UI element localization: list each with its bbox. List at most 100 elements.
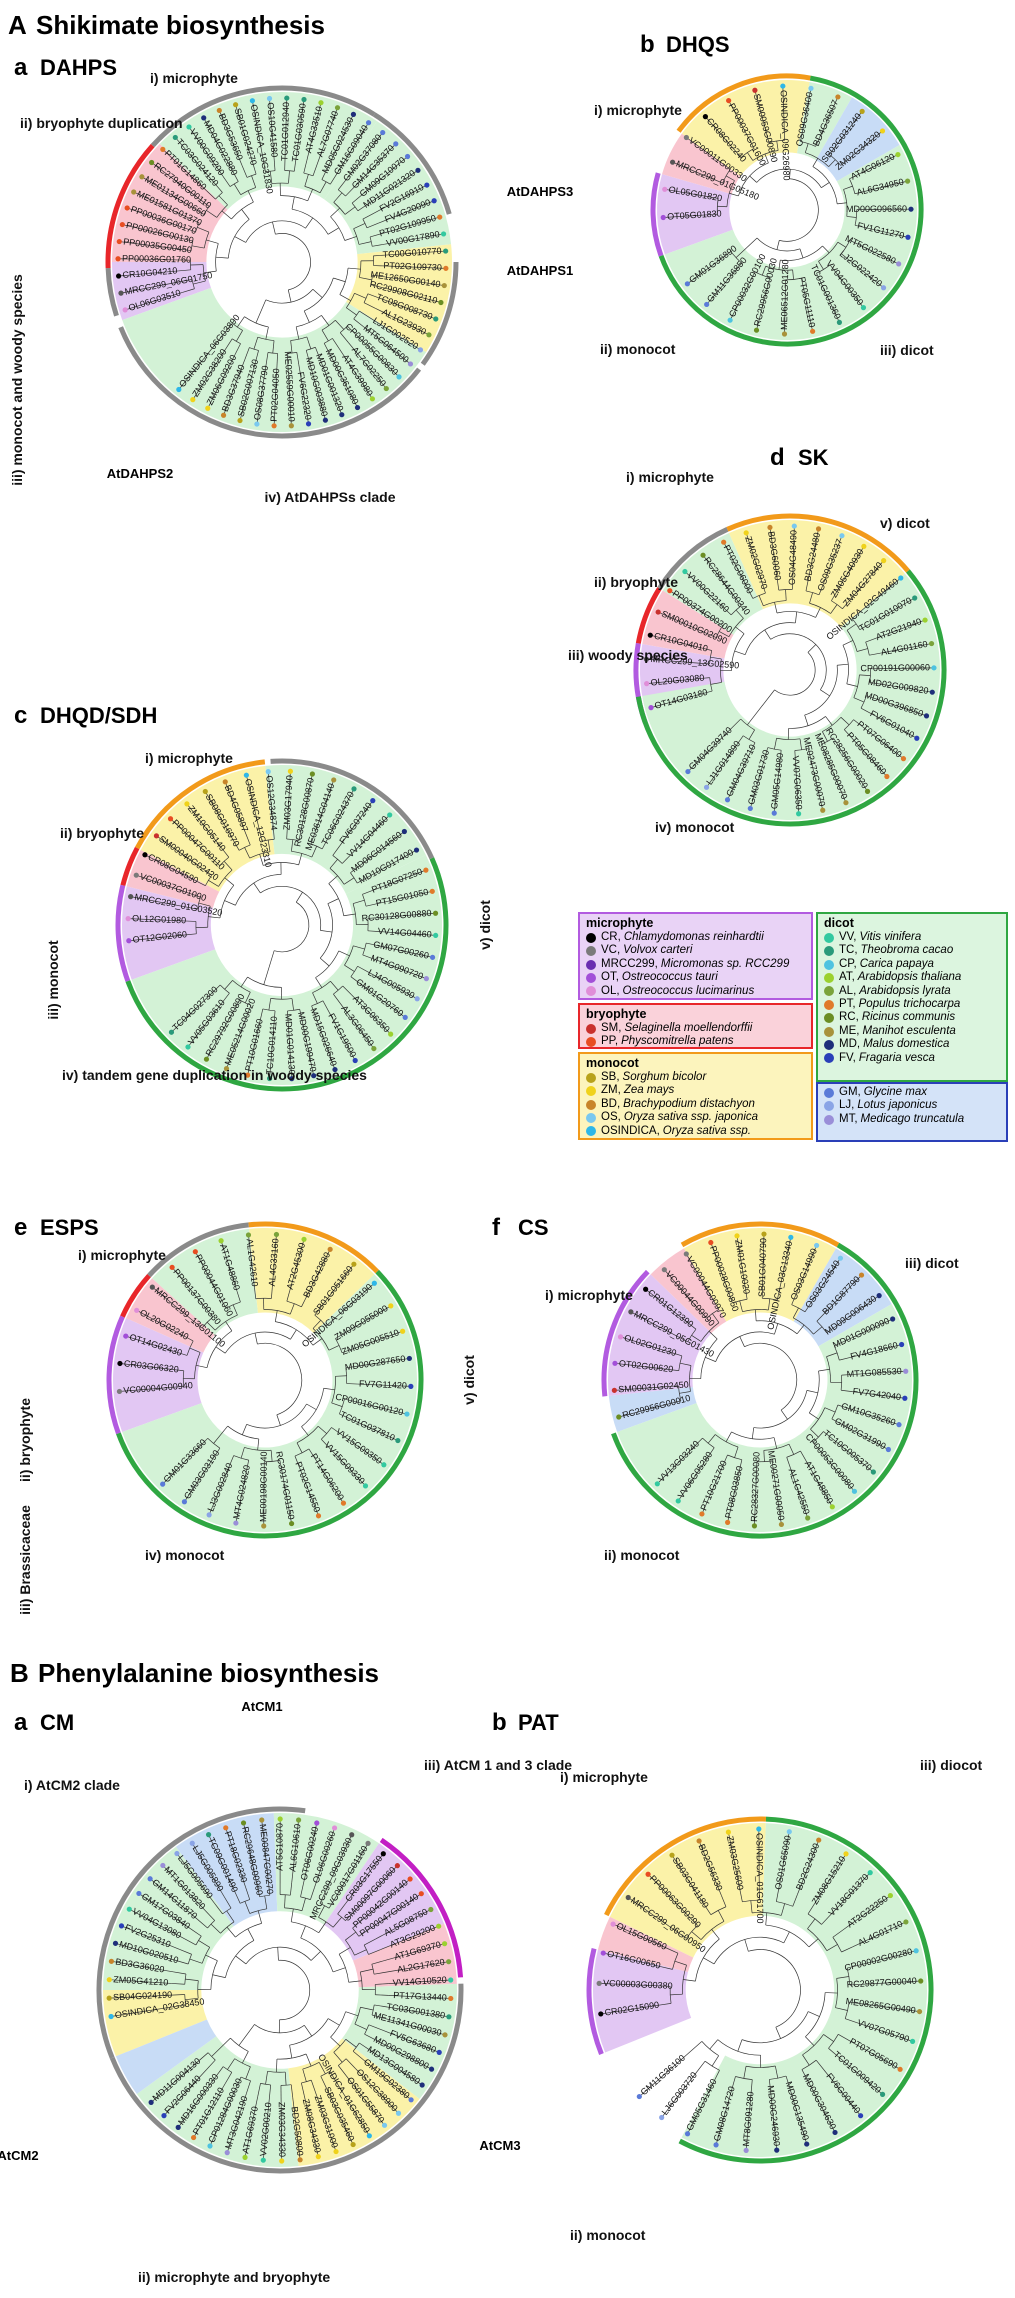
legend-species-row: MRCC299,Micromonas sp. RCC299 xyxy=(586,958,805,971)
panel-title: CM xyxy=(40,1710,74,1735)
species-dot xyxy=(112,1940,119,1946)
tree-branch xyxy=(321,329,329,342)
leaf-label: OSINDICA_09G26980 xyxy=(779,90,792,181)
species-dot xyxy=(149,1284,155,1290)
tree-branch xyxy=(700,647,712,651)
tree-branch xyxy=(776,140,779,151)
tree-branch xyxy=(234,2058,251,2068)
clade-background xyxy=(608,1387,697,1432)
species-dot xyxy=(905,234,911,240)
species-dot xyxy=(897,2066,903,2072)
tree-branch xyxy=(329,859,338,869)
leaf-branch xyxy=(115,1943,176,1961)
leaf-branch xyxy=(336,2082,370,2136)
tree-branch xyxy=(695,1938,720,1982)
species-dot xyxy=(266,95,273,102)
tree-branch xyxy=(707,1434,716,1444)
species-dot xyxy=(752,87,758,93)
tree-branch xyxy=(320,930,333,933)
leaf-branch xyxy=(373,869,427,891)
species-name: Sorghum bicolor xyxy=(622,1071,707,1083)
species-dot xyxy=(843,1851,849,1857)
leaf-label: TC01G012940 xyxy=(279,102,291,161)
leaf-branch xyxy=(831,1438,874,1473)
tree-branch xyxy=(679,1391,691,1394)
tree-branch xyxy=(701,2041,719,2056)
tree-branch xyxy=(213,182,223,193)
leaf-branch xyxy=(835,272,864,308)
tree-branch xyxy=(240,976,248,988)
tree-branch xyxy=(786,1457,791,1469)
tree-branch xyxy=(246,1005,252,1017)
tree-branch xyxy=(683,1979,696,1982)
leaf-branch xyxy=(345,132,383,181)
leaf-label: RC28327G00080 xyxy=(749,1452,762,1522)
tree-branch xyxy=(837,202,847,205)
tree-branch xyxy=(688,1916,698,1926)
tree-branch xyxy=(180,237,193,242)
species-dot xyxy=(835,94,841,100)
tree-branch xyxy=(365,903,378,907)
species-dot xyxy=(418,1891,424,1897)
tree-branch xyxy=(337,1903,346,1915)
tree-branch xyxy=(805,590,820,596)
clade-background xyxy=(126,1278,215,1353)
leaf-branch xyxy=(352,1330,403,1350)
species-dot xyxy=(175,2124,181,2130)
leaf-branch xyxy=(156,835,203,869)
tree-branch xyxy=(262,159,266,173)
tree-branch xyxy=(171,1994,185,1996)
tree-branch xyxy=(251,175,257,188)
tree-branch xyxy=(330,207,340,217)
clade-background xyxy=(642,590,734,659)
tree-branch xyxy=(255,299,267,324)
species-dot xyxy=(611,1387,617,1393)
clade-label: iii) woody species xyxy=(568,647,688,663)
tree-branch xyxy=(747,588,754,599)
tree-branch xyxy=(846,623,857,631)
tree-branch xyxy=(329,2071,337,2083)
tree-branch xyxy=(330,173,338,185)
panel-sk: OT14G03180OL20G03080MRCC299_13G02590CR10… xyxy=(568,444,947,835)
leaf-branch xyxy=(880,683,933,693)
section-b-title: Phenylalanine biosynthesis xyxy=(38,1658,379,1688)
species-name: Physcomitrella patens xyxy=(621,1035,734,1048)
tree-branch xyxy=(201,868,212,876)
leaf-branch xyxy=(325,1834,353,1892)
tree-branch xyxy=(805,2036,815,2046)
leaf-branch xyxy=(175,137,215,184)
tree-branch xyxy=(735,609,744,619)
leaf-branch xyxy=(715,2088,733,2145)
leaf-branch xyxy=(208,1465,230,1516)
tree-branch xyxy=(739,1459,743,1471)
tree-branch xyxy=(353,310,360,320)
tree-branch xyxy=(271,1287,273,1299)
leaf-branch xyxy=(849,560,884,601)
tree-branch xyxy=(191,245,205,249)
tree-branch xyxy=(810,1429,819,1438)
species-dot xyxy=(700,552,706,558)
leaf-branch xyxy=(379,912,436,918)
tree-branch xyxy=(194,1352,201,1379)
clade-background xyxy=(609,1822,766,1958)
tree-branch xyxy=(319,181,327,193)
leaf-branch xyxy=(244,2096,259,2158)
tree-branch xyxy=(190,1928,202,1937)
panel-title: CS xyxy=(518,1215,549,1240)
legend-species-row: OT,Ostreococcus tauri xyxy=(586,971,805,984)
tree-branch xyxy=(197,1919,208,1929)
tree-branch xyxy=(242,1424,247,1435)
tree-branch xyxy=(240,1899,250,1904)
species-dot xyxy=(685,768,691,775)
tree-branch xyxy=(241,165,248,178)
species-dot xyxy=(371,1045,377,1052)
clade-arc xyxy=(248,1221,380,1274)
tree-branch xyxy=(321,319,336,331)
tree-branch xyxy=(259,854,264,866)
tree-branch xyxy=(305,217,314,229)
tree-branch xyxy=(669,1400,682,1404)
tree-branch xyxy=(842,600,850,609)
tree-branch xyxy=(710,656,722,660)
